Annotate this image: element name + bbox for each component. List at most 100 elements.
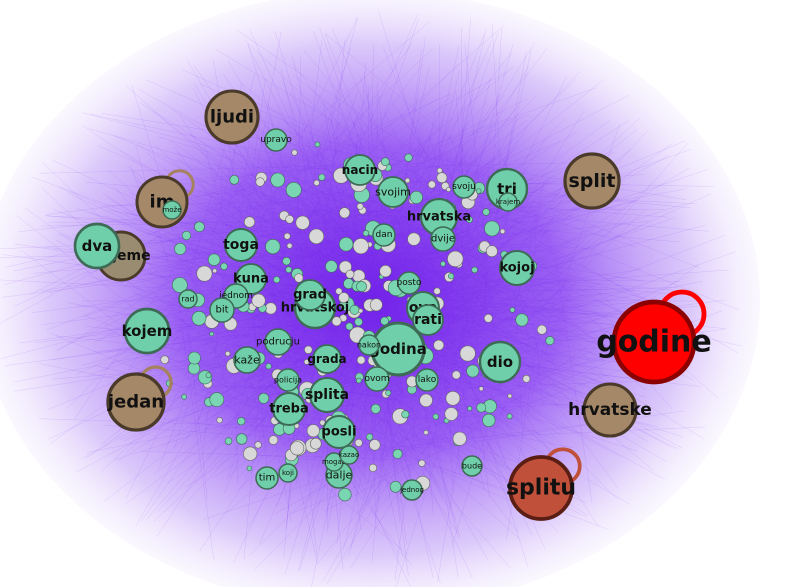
node-grad[interactable]: grad <box>293 279 327 311</box>
minor-node <box>379 265 392 278</box>
minor-node <box>236 433 248 445</box>
node-svojim[interactable]: svojim <box>375 176 411 208</box>
minor-node <box>209 331 214 337</box>
node-godine[interactable]: godine <box>596 289 712 385</box>
node-label-ljudi: ljudi <box>210 107 254 128</box>
node-godina[interactable]: godina <box>369 321 427 377</box>
node-label-jedan: jedan <box>107 392 164 413</box>
node-hrvatske[interactable]: hrvatske <box>568 382 652 438</box>
minor-node <box>338 260 352 274</box>
minor-node <box>349 304 360 315</box>
minor-node <box>243 446 258 461</box>
node-circle-rati <box>412 304 444 336</box>
node-nakon[interactable]: nakon <box>357 334 381 356</box>
node-svoju[interactable]: svoju <box>452 175 476 199</box>
node-label-svojim: svojim <box>375 186 411 199</box>
minor-node <box>212 268 218 274</box>
node-jedan[interactable]: jedan <box>106 365 173 432</box>
node-label-dio: dio <box>487 353 513 371</box>
node-podrucju[interactable]: podrucju <box>256 328 300 356</box>
minor-node <box>380 157 390 166</box>
node-circle-nacin <box>344 154 376 186</box>
minor-node <box>392 448 403 459</box>
node-posli[interactable]: posli <box>322 415 357 449</box>
node-circle-moze <box>162 200 182 220</box>
minor-node <box>404 177 411 184</box>
minor-node <box>366 433 374 441</box>
minor-node <box>445 390 461 406</box>
minor-node <box>499 228 506 235</box>
node-kaze[interactable]: kaže <box>233 346 261 374</box>
minor-node <box>229 175 240 185</box>
node-circle-grad <box>294 279 326 311</box>
node-label-lako: lako <box>418 375 437 385</box>
node-kojem[interactable]: kojem <box>122 307 173 355</box>
minor-node <box>285 266 293 274</box>
minor-node <box>485 245 498 258</box>
minor-node <box>216 417 223 424</box>
minor-node <box>268 435 279 445</box>
minor-node <box>224 437 233 445</box>
node-posto[interactable]: posto <box>397 271 422 295</box>
node-lako[interactable]: lako <box>415 368 439 392</box>
node-dan[interactable]: dan <box>372 223 396 247</box>
node-rati[interactable]: rati <box>412 304 444 336</box>
minor-node <box>331 316 342 327</box>
minor-node <box>440 260 446 267</box>
minor-node <box>243 216 256 228</box>
node-ovom[interactable]: ovom <box>364 366 390 392</box>
node-tim[interactable]: tim <box>255 466 279 490</box>
minor-node <box>246 465 253 472</box>
node-toga[interactable]: toga <box>223 228 259 262</box>
minor-node <box>433 339 445 351</box>
minor-node <box>515 313 529 327</box>
node-upravo[interactable]: upravo <box>260 128 292 152</box>
node-dvije[interactable]: dvije <box>430 226 456 252</box>
minor-node <box>423 429 429 435</box>
node-splita[interactable]: splita <box>305 376 349 414</box>
minor-node <box>220 262 228 271</box>
node-circle-koji <box>278 463 298 483</box>
minor-node <box>476 402 487 413</box>
node-split[interactable]: split <box>563 152 621 210</box>
minor-node <box>325 260 338 273</box>
minor-node <box>418 459 426 467</box>
node-rad[interactable]: rad <box>178 289 198 309</box>
minor-node <box>419 393 433 408</box>
node-label-kuna: kuna <box>233 272 269 287</box>
node-nacin[interactable]: nacin <box>342 154 378 186</box>
node-hrvatska[interactable]: hrvatska <box>407 197 471 237</box>
minor-node <box>205 372 212 379</box>
minor-node <box>237 417 246 426</box>
node-kazao[interactable]: kazao <box>339 445 359 465</box>
node-bude[interactable]: bude <box>461 455 483 477</box>
node-bit[interactable]: bit <box>209 297 235 323</box>
node-krajem[interactable]: krajem <box>496 192 520 212</box>
minor-node <box>509 307 516 313</box>
minor-node <box>264 302 277 315</box>
node-jednog[interactable]: jednog <box>399 479 424 501</box>
minor-node <box>295 215 310 230</box>
minor-node <box>270 172 286 188</box>
node-splitu[interactable]: splitu <box>506 447 582 521</box>
minor-node <box>356 355 366 365</box>
node-circle-splita <box>308 376 346 414</box>
minor-node <box>478 386 484 392</box>
minor-node <box>447 250 464 267</box>
node-kojoj[interactable]: kojoj <box>498 249 536 287</box>
node-label-rati: rati <box>414 312 442 328</box>
node-grada[interactable]: grada <box>307 344 347 374</box>
minor-node <box>471 266 478 274</box>
node-koji[interactable]: koji <box>278 463 298 483</box>
node-label-treba: treba <box>269 402 309 417</box>
minor-node <box>265 363 272 370</box>
node-treba[interactable]: treba <box>269 392 309 426</box>
node-moze[interactable]: može <box>162 200 182 220</box>
minor-node <box>308 228 325 245</box>
node-circle-kojoj <box>498 249 536 287</box>
node-dio[interactable]: dio <box>478 340 522 384</box>
node-policija[interactable]: policija <box>274 368 302 392</box>
node-ljudi[interactable]: ljudi <box>204 89 260 145</box>
node-dva[interactable]: dva <box>73 222 121 270</box>
